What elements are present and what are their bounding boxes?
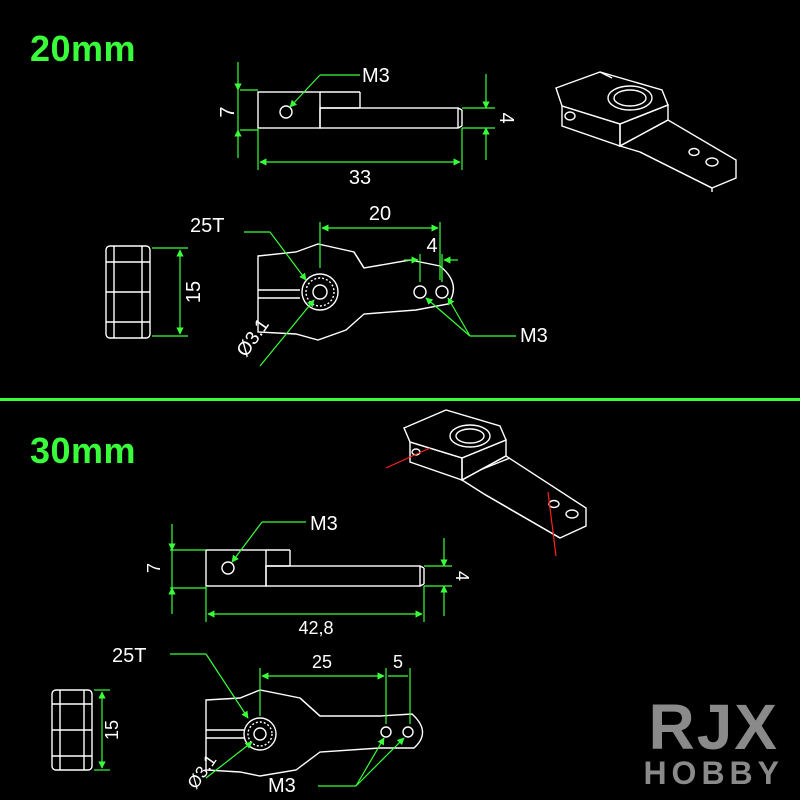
- label-arm-holes-bottom: M3: [268, 775, 296, 797]
- label-spline-top: 25T: [190, 215, 224, 237]
- dim-side-height-bottom: 15: [102, 720, 122, 740]
- dimensions-end-30mm: [94, 689, 110, 771]
- side-view-20mm: [257, 91, 463, 129]
- brand-logo: RJX HOBBY: [643, 691, 784, 791]
- dimensions-side-30mm: [168, 521, 452, 622]
- iso-view-30mm: [403, 409, 587, 539]
- end-view-20mm: [105, 245, 151, 339]
- dimensions-end-20mm: [152, 247, 188, 337]
- section-divider: [0, 398, 800, 401]
- section-title-20mm: 20mm: [30, 28, 137, 69]
- dim-hole-distance-top: 20: [369, 203, 391, 225]
- dim-height-bottom: 7: [144, 563, 164, 573]
- dimensions-top-view-20mm: [244, 222, 516, 367]
- top-view-20mm: [257, 243, 455, 341]
- brand-logo-main: RJX: [648, 691, 779, 763]
- dim-length-bottom: 42,8: [298, 618, 333, 638]
- dim-hole-distance-bottom: 25: [312, 652, 332, 672]
- section-title-30mm: 30mm: [30, 430, 137, 471]
- top-view-30mm: [205, 689, 424, 777]
- dim-hole-spacing-top: 4: [426, 235, 437, 257]
- brand-logo-sub: HOBBY: [643, 755, 784, 791]
- label-hole-m3-bottom: M3: [310, 513, 338, 535]
- cutline-30mm: [385, 447, 557, 557]
- dimensions-top-view-30mm: [170, 653, 411, 787]
- dim-height-top: 7: [217, 106, 239, 117]
- side-view-30mm: [205, 549, 425, 587]
- dim-bore-top: Ø3.1: [233, 315, 274, 361]
- label-arm-holes-top: M3: [520, 325, 548, 347]
- dimensions-side-20mm: [234, 62, 495, 170]
- label-hole-m3-top: M3: [362, 65, 390, 87]
- label-spline-bottom: 25T: [112, 645, 146, 667]
- dim-tip-height-top: 4: [495, 112, 517, 123]
- end-view-30mm: [51, 689, 93, 771]
- dim-side-height-top: 15: [183, 281, 205, 303]
- dim-hole-spacing-bottom: 5: [393, 652, 403, 672]
- dim-tip-height-bottom: 4: [452, 571, 472, 581]
- dim-length-top: 33: [349, 167, 371, 189]
- iso-view-20mm: [555, 71, 737, 192]
